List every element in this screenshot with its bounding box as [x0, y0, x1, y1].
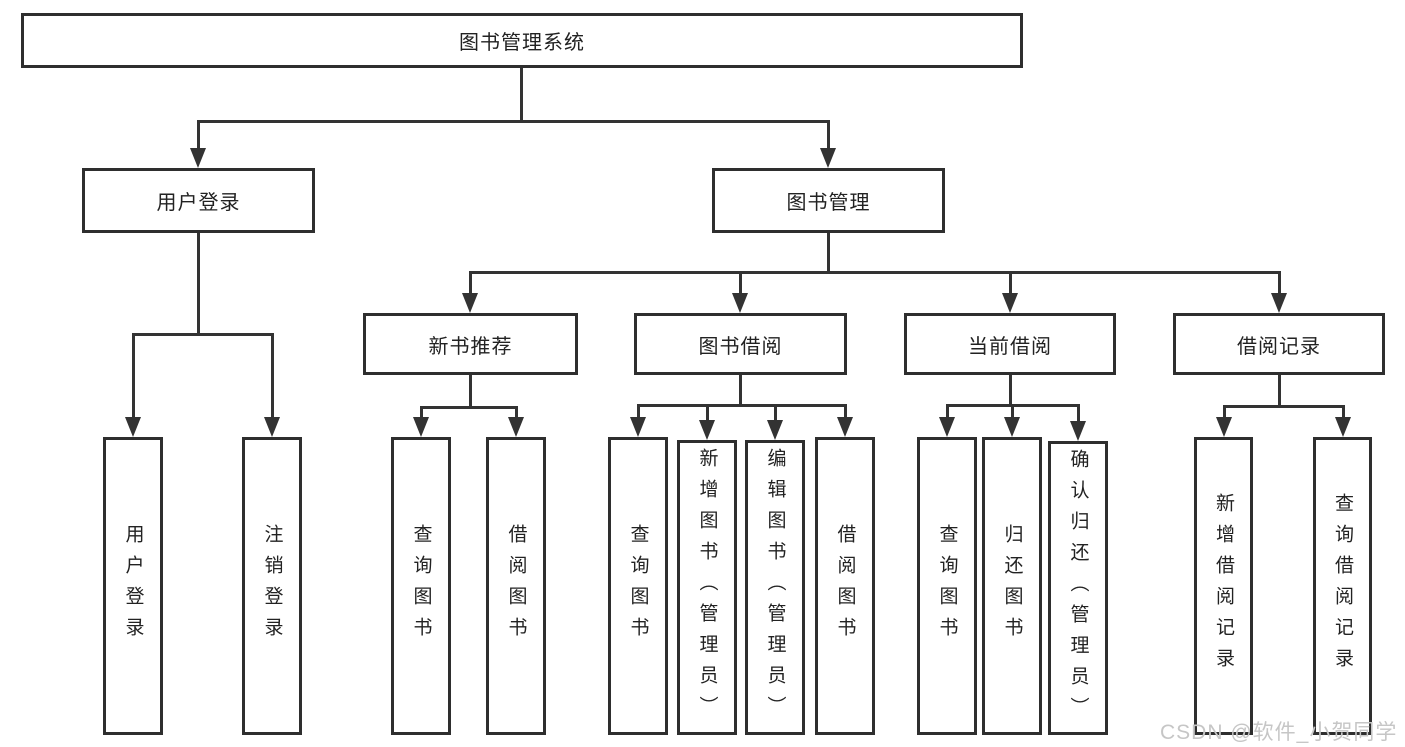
leaf-label: 查询图书: [936, 524, 958, 648]
arrow-down-icon: [820, 148, 836, 168]
connector-borrow-records-down: [1278, 375, 1281, 407]
connector-level2-bus: [197, 120, 830, 123]
leaf-query-books-current: 查询图书: [917, 437, 977, 735]
connector-root-drop: [520, 68, 523, 121]
connector-book-mgmt-down: [827, 233, 830, 272]
arrow-down-icon: [1070, 421, 1086, 441]
arrow-down-icon: [413, 417, 429, 437]
connector-book-borrow-drop: [739, 271, 742, 295]
leaf-query-books-borrow: 查询图书: [608, 437, 668, 735]
connector-book-borrow-bus: [637, 404, 847, 407]
arrow-down-icon: [1335, 417, 1351, 437]
leaf-label: 借阅图书: [505, 524, 527, 648]
node-root-library-system: 图书管理系统: [21, 13, 1023, 68]
arrow-down-icon: [125, 417, 141, 437]
connector-leaf-drop: [1011, 404, 1014, 417]
connector-new-book-drop: [469, 271, 472, 295]
connector-new-book-bus: [420, 406, 518, 409]
node-book-borrow: 图书借阅: [634, 313, 847, 375]
connector-leaf-drop: [706, 404, 709, 420]
node-borrow-records: 借阅记录: [1173, 313, 1385, 375]
leaf-borrow-books-recommend: 借阅图书: [486, 437, 546, 735]
connector-user-login-drop: [197, 120, 200, 150]
arrow-down-icon: [767, 420, 783, 440]
arrow-down-icon: [190, 148, 206, 168]
leaf-add-books-admin: 新增图书（管理员）: [677, 440, 737, 735]
leaf-label: 用户登录: [122, 524, 144, 648]
connector-current-borrow-down: [1009, 375, 1012, 406]
leaf-label: 注销登录: [261, 524, 283, 648]
connector-leaf-drop: [271, 333, 274, 417]
connector-book-mgmt-drop: [827, 120, 830, 150]
leaf-label: 查询图书: [410, 524, 432, 648]
connector-leaf-drop: [1342, 405, 1345, 417]
leaf-label: 新增图书（管理员）: [696, 448, 718, 727]
connector-leaf-drop: [1223, 405, 1226, 417]
leaf-label: 借阅图书: [834, 524, 856, 648]
arrow-down-icon: [699, 420, 715, 440]
connector-leaf-drop: [420, 406, 423, 418]
arrow-down-icon: [462, 293, 478, 313]
arrow-down-icon: [1004, 417, 1020, 437]
connector-leaf-drop: [844, 404, 847, 417]
node-current-borrow: 当前借阅: [904, 313, 1116, 375]
connector-current-borrow-drop: [1009, 271, 1012, 295]
arrow-down-icon: [1216, 417, 1232, 437]
connector-leaf-drop: [1077, 404, 1080, 421]
leaf-borrow-books: 借阅图书: [815, 437, 875, 735]
connector-leaf-drop: [515, 406, 518, 418]
leaf-logout: 注销登录: [242, 437, 302, 735]
arrow-down-icon: [508, 417, 524, 437]
leaf-label: 归还图书: [1001, 524, 1023, 648]
arrow-down-icon: [630, 417, 646, 437]
arrow-down-icon: [1271, 293, 1287, 313]
connector-new-book-down: [469, 375, 472, 408]
leaf-label: 确认归还（管理员）: [1067, 448, 1089, 728]
leaf-label: 新增借阅记录: [1213, 493, 1234, 679]
connector-level3-bus: [469, 271, 1281, 274]
connector-borrow-record-drop: [1278, 271, 1281, 295]
watermark: CSDN @软件_小贺同学: [1160, 721, 1398, 744]
leaf-add-borrow-record: 新增借阅记录: [1194, 437, 1253, 735]
connector-leaf-drop: [637, 404, 640, 417]
leaf-label: 查询图书: [627, 524, 649, 648]
leaf-label: 查询借阅记录: [1332, 493, 1353, 679]
leaf-query-books-recommend: 查询图书: [391, 437, 451, 735]
leaf-label: 编辑图书（管理员）: [764, 448, 786, 727]
node-user-login: 用户登录: [82, 168, 315, 233]
leaf-edit-books-admin: 编辑图书（管理员）: [745, 440, 805, 735]
node-new-book-recommend: 新书推荐: [363, 313, 578, 375]
connector-leaf-drop: [774, 404, 777, 420]
leaf-user-login: 用户登录: [103, 437, 163, 735]
leaf-query-borrow-record: 查询借阅记录: [1313, 437, 1372, 735]
arrow-down-icon: [837, 417, 853, 437]
connector-leaf-drop: [132, 333, 135, 417]
connector-user-login-down: [197, 233, 200, 336]
connector-borrow-records-bus: [1223, 405, 1345, 408]
leaf-return-books: 归还图书: [982, 437, 1042, 735]
arrow-down-icon: [1002, 293, 1018, 313]
connector-book-borrow-down: [739, 375, 742, 406]
node-book-management: 图书管理: [712, 168, 945, 233]
connector-user-login-bus: [132, 333, 273, 336]
arrow-down-icon: [264, 417, 280, 437]
leaf-confirm-return-admin: 确认归还（管理员）: [1048, 441, 1108, 735]
connector-leaf-drop: [946, 404, 949, 417]
arrow-down-icon: [732, 293, 748, 313]
arrow-down-icon: [939, 417, 955, 437]
